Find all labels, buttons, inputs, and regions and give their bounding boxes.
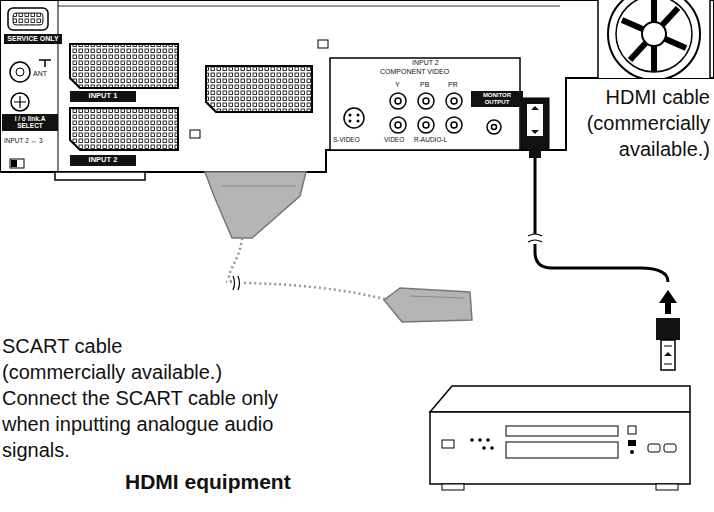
hdmi-plug <box>521 98 549 150</box>
s-video-jack <box>344 108 364 128</box>
output-label: MONITOR OUTPUT <box>471 91 523 107</box>
direction-arrow <box>659 290 677 314</box>
scart-socket <box>70 108 178 150</box>
hdmi-cable <box>535 244 668 282</box>
scart-cable <box>229 238 242 282</box>
break-mark <box>528 234 542 242</box>
panel-foot <box>55 172 145 180</box>
selector-switch <box>10 159 24 168</box>
scart-plug <box>384 288 472 322</box>
port-label: ANT <box>33 70 47 78</box>
scart-plug <box>205 172 306 238</box>
scart-cable <box>226 282 388 300</box>
break-mark <box>233 276 240 290</box>
antenna-socket <box>10 62 30 82</box>
jack-label: PR <box>448 81 458 89</box>
hdmi-plug <box>656 318 680 340</box>
cable-note: HDMI cable (commercially available.) <box>570 84 710 162</box>
jack-label: VIDEO <box>384 136 404 143</box>
cable-note: SCART cable (commercially available.) <box>2 333 247 385</box>
jack-label: R-AUDIO-L <box>414 136 447 143</box>
input-label: INPUT 2 <box>70 155 136 166</box>
ground-screw <box>11 93 29 111</box>
hdmi-cable <box>534 158 537 234</box>
port-label: SERVICE ONLY <box>4 34 62 44</box>
equipment-heading: HDMI equipment <box>125 470 291 494</box>
jack-label: Y <box>395 81 400 89</box>
input-label: INPUT 2 <box>412 59 439 67</box>
jack-label: COMPONENT VIDEO <box>380 68 449 76</box>
scart-socket <box>70 44 178 88</box>
switch-label: INPUT 2 ↔ 3 <box>4 137 56 144</box>
cooling-fan <box>598 0 710 78</box>
jack-label: S-VIDEO <box>333 136 360 143</box>
input-label: INPUT 1 <box>70 91 136 102</box>
scart-socket <box>206 66 312 112</box>
jack-label: PB <box>420 81 429 89</box>
equipment-box: HDMI equipment <box>430 384 692 492</box>
switch-label: i / o link.A SELECT <box>2 114 58 131</box>
service-port <box>8 8 48 30</box>
cable-note: Connect the SCART cable only when inputt… <box>2 385 312 463</box>
hdmi-equipment <box>430 386 690 490</box>
